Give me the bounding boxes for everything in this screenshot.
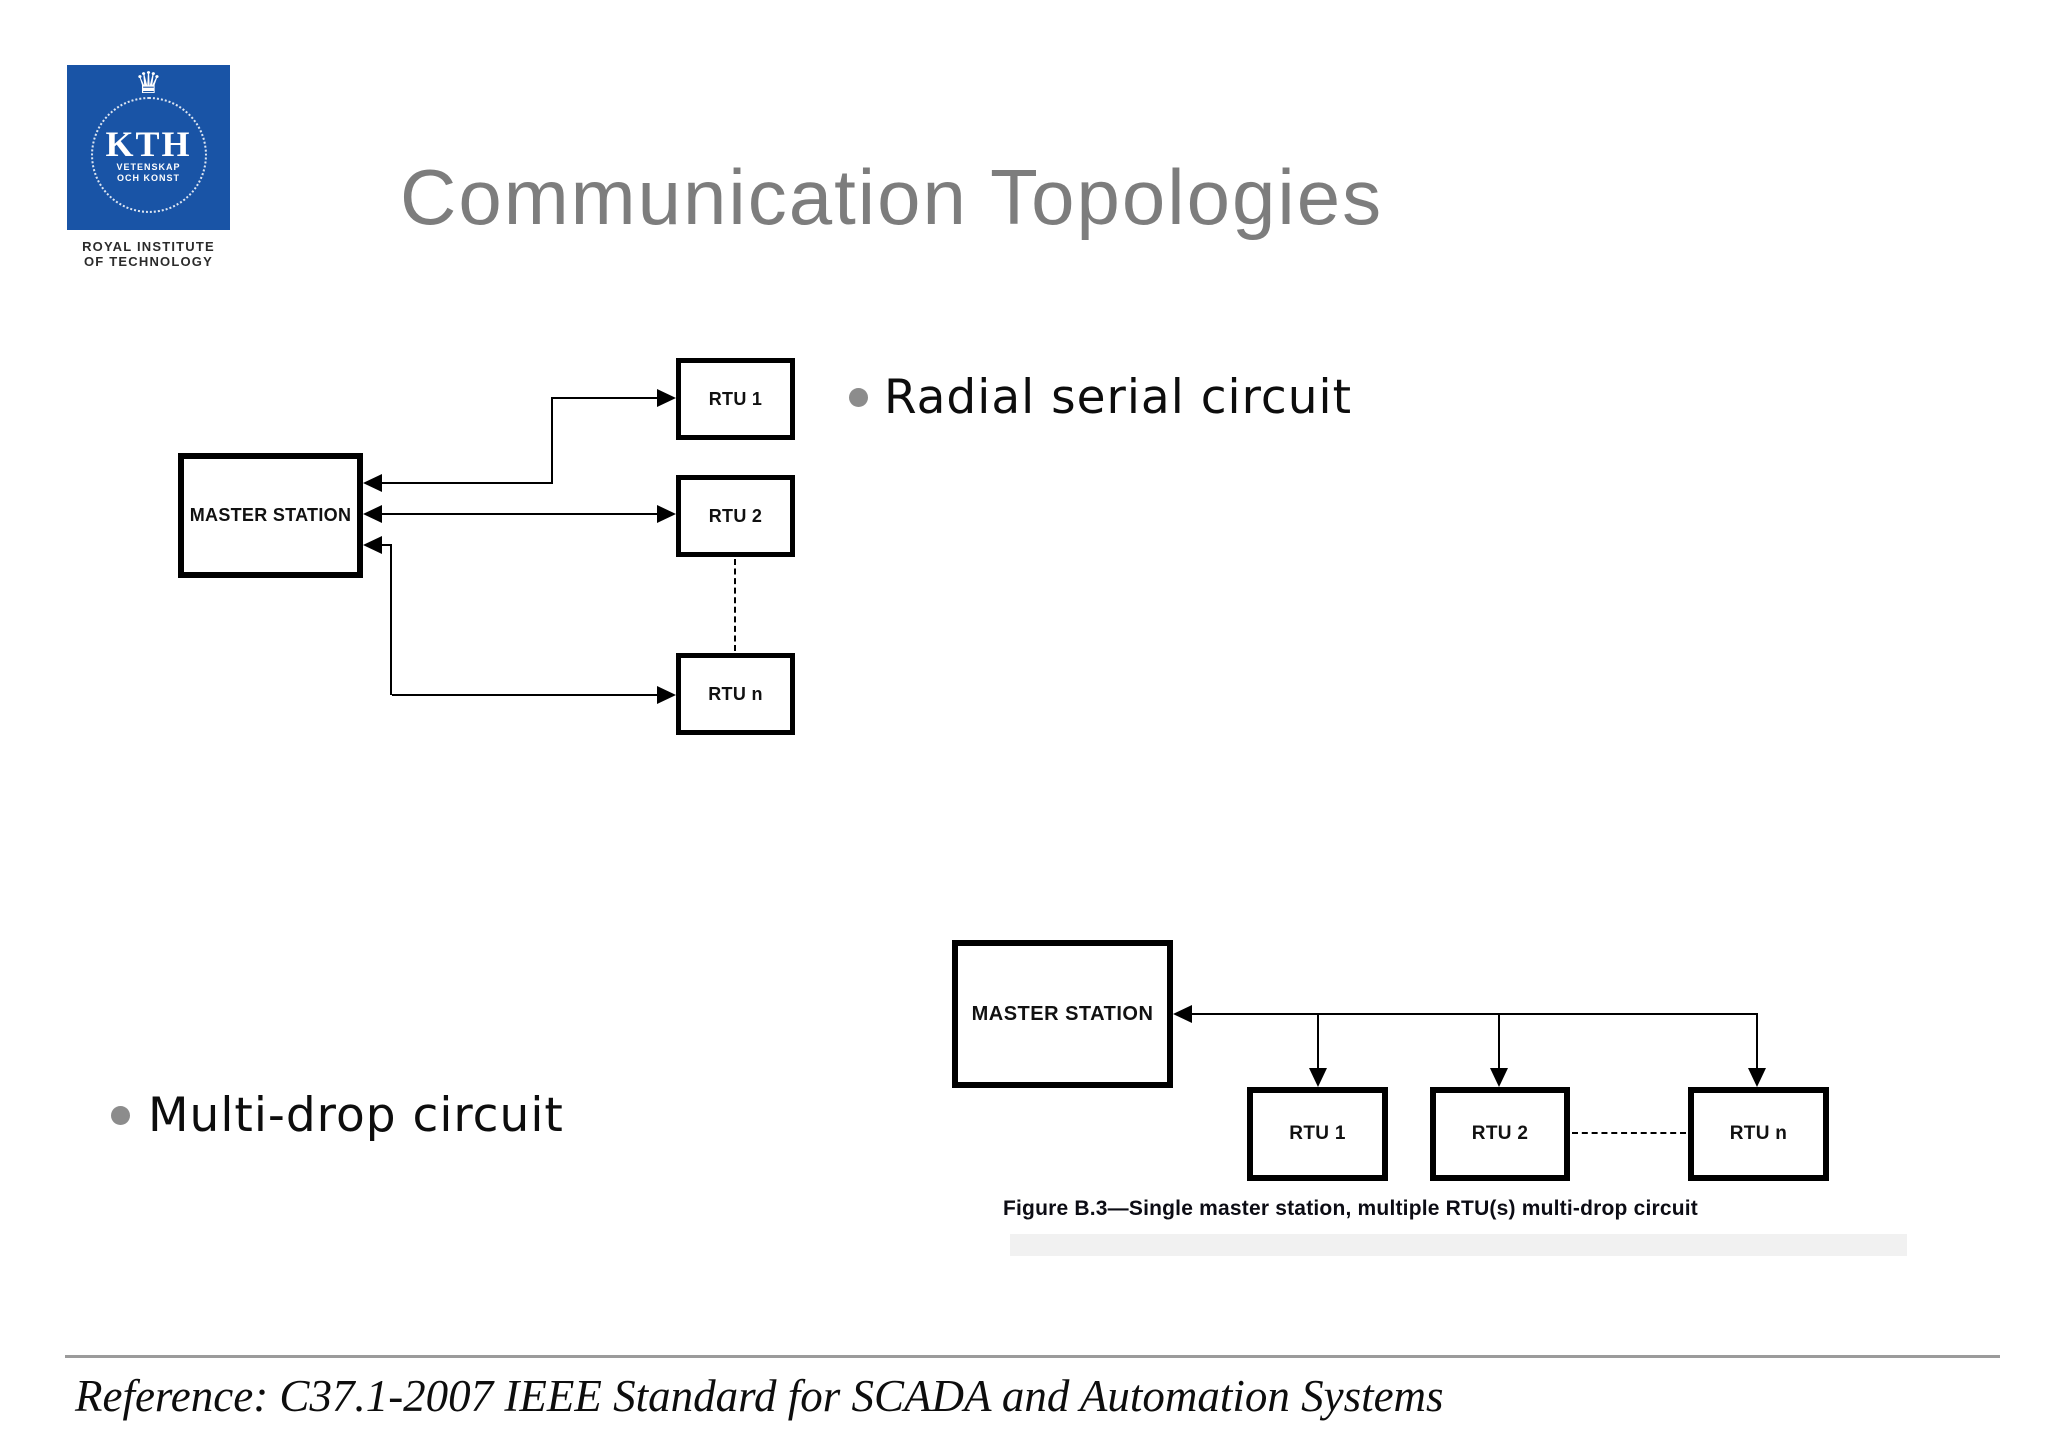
drop-rtun-line bbox=[1756, 1015, 1758, 1070]
arrowhead-into-rtun bbox=[657, 686, 676, 704]
crown-icon: ♛ bbox=[135, 67, 162, 100]
arrowhead-into-rtu1-multidrop bbox=[1309, 1068, 1327, 1087]
drop-rtu1-line bbox=[1317, 1015, 1319, 1070]
bullet-multi-drop-circuit: Multi-drop circuit bbox=[148, 1088, 564, 1143]
bus-line bbox=[1191, 1013, 1758, 1015]
link-rtu1-segment-v bbox=[551, 397, 553, 484]
institute-line2: OF TECHNOLOGY bbox=[84, 254, 213, 269]
link-rtu1-segment-h1 bbox=[381, 482, 553, 484]
arrowhead-into-master-1 bbox=[363, 474, 382, 492]
rtu2-box-multidrop: RTU 2 bbox=[1430, 1087, 1570, 1181]
rtun-box: RTU n bbox=[676, 653, 795, 735]
rtu-ellipsis-dashed-line-multidrop bbox=[1572, 1132, 1686, 1134]
bullet-dot-multidrop bbox=[111, 1106, 130, 1125]
drop-rtu2-line bbox=[1498, 1015, 1500, 1070]
figure-caption: Figure B.3—Single master station, multip… bbox=[1003, 1197, 1699, 1220]
footer-divider bbox=[65, 1355, 2000, 1358]
institute-name: ROYAL INSTITUTE OF TECHNOLOGY bbox=[55, 239, 242, 269]
arrowhead-into-rtu1 bbox=[657, 389, 676, 407]
rtun-box-multidrop: RTU n bbox=[1688, 1087, 1829, 1181]
link-rtu1-segment-h2 bbox=[553, 397, 658, 399]
page-title: Communication Topologies bbox=[400, 153, 1384, 241]
rtu2-box: RTU 2 bbox=[676, 475, 795, 557]
logo-acronym: KTH bbox=[105, 124, 192, 164]
master-station-box-multidrop: MASTER STATION bbox=[952, 940, 1173, 1088]
rtu1-box-multidrop: RTU 1 bbox=[1247, 1087, 1388, 1181]
arrowhead-into-rtun-multidrop bbox=[1748, 1068, 1766, 1087]
arrowhead-into-master-2 bbox=[363, 505, 382, 523]
link-rtun-segment-h2 bbox=[392, 694, 657, 696]
link-rtun-segment-v bbox=[390, 545, 392, 695]
arrowhead-into-master-3 bbox=[363, 536, 382, 554]
logo-motto-line2: OCH KONST bbox=[117, 173, 180, 183]
bullet-radial-serial-circuit: Radial serial circuit bbox=[884, 370, 1353, 425]
kth-logo: ♛ KTH VETENSKAP OCH KONST bbox=[67, 65, 230, 230]
figure-scan-artifact-band bbox=[1010, 1234, 1907, 1256]
laurel-wreath-ring: KTH VETENSKAP OCH KONST bbox=[90, 97, 207, 213]
rtu1-box: RTU 1 bbox=[676, 358, 795, 440]
bullet-dot-radial bbox=[849, 388, 868, 407]
master-station-box: MASTER STATION bbox=[178, 453, 363, 578]
link-rtun-segment-h1 bbox=[381, 544, 392, 546]
link-rtu2-segment bbox=[381, 513, 657, 515]
arrowhead-into-master-bus bbox=[1173, 1005, 1192, 1023]
institute-line1: ROYAL INSTITUTE bbox=[82, 239, 215, 254]
logo-motto-line1: VETENSKAP bbox=[116, 162, 181, 172]
rtu-ellipsis-dashed-line bbox=[734, 559, 736, 651]
arrowhead-into-rtu2-multidrop bbox=[1490, 1068, 1508, 1087]
arrowhead-into-rtu2 bbox=[657, 505, 676, 523]
footer-reference: Reference: C37.1-2007 IEEE Standard for … bbox=[75, 1371, 1444, 1421]
